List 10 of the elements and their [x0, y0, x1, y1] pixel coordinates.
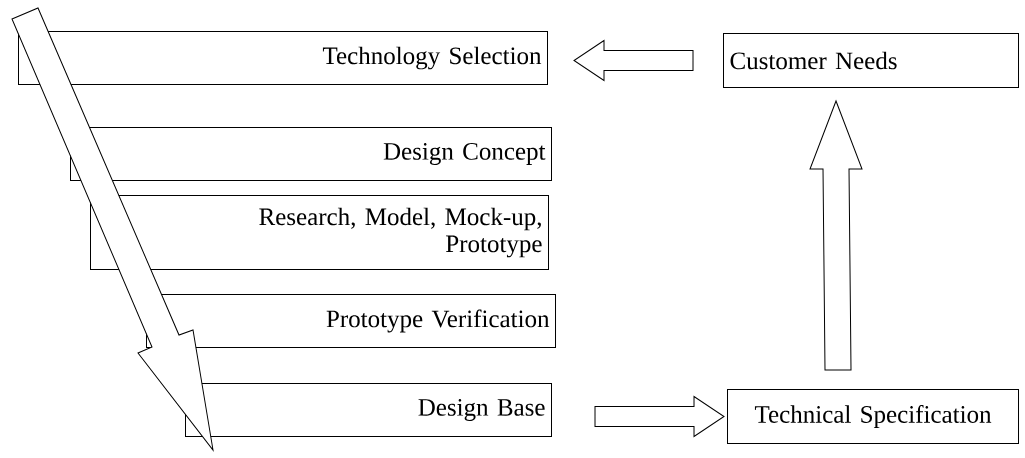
process-box: Design Base [185, 383, 552, 437]
process-box: Prototype Verification [146, 294, 556, 348]
block-arrow [594, 396, 725, 437]
process-box: Technical Specification [727, 389, 1019, 444]
block-arrow [809, 100, 863, 371]
block-arrow [573, 40, 694, 81]
process-box: Customer Needs [723, 33, 1019, 88]
process-box: Research, Model, Mock-up, Prototype [90, 195, 549, 270]
process-box: Technology Selection [18, 31, 548, 85]
process-box: Design Concept [70, 127, 552, 181]
